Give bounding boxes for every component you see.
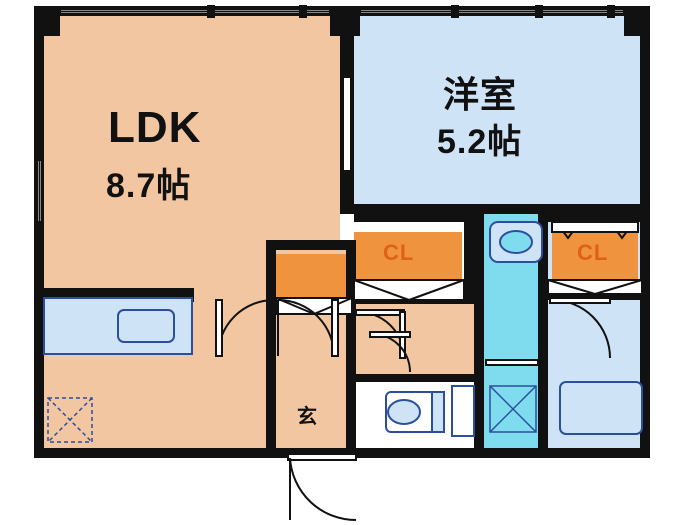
kitchen-counter-shape xyxy=(43,297,193,355)
wall-top-left-block xyxy=(34,6,60,36)
wall-right-mid xyxy=(548,292,642,300)
wall-genkan-right xyxy=(346,300,356,458)
closet-right-fill xyxy=(552,232,638,280)
wall-closet-right-top xyxy=(548,214,642,222)
wall-hall-closet-top xyxy=(266,240,356,250)
washer-space-shape xyxy=(451,385,475,437)
closet-left-fill xyxy=(354,232,462,280)
door-entrance xyxy=(287,453,357,522)
meter-box xyxy=(47,397,93,443)
window-ldk-top xyxy=(59,5,331,18)
closet-left-doors xyxy=(353,279,465,301)
wall-toilet-top xyxy=(352,374,476,382)
japanese-room-label-line2: 5.2帖 xyxy=(437,123,523,161)
wall-under-japanese-room xyxy=(340,204,642,214)
closet-right-label: CL xyxy=(577,240,609,265)
wall-top-right-block xyxy=(624,6,650,36)
door-ldk xyxy=(215,299,339,357)
wall-bath-right xyxy=(538,214,548,458)
door-right-room xyxy=(549,297,611,359)
wall-bath-left xyxy=(474,214,484,458)
closet-left-label: CL xyxy=(383,240,415,265)
bathtub-shape xyxy=(489,221,543,263)
bath-floor-marker xyxy=(489,385,537,433)
japanese-room-label-line1: 洋室 xyxy=(443,74,518,115)
bed-shape xyxy=(559,381,643,435)
door-bath xyxy=(485,359,539,366)
window-ldk-left xyxy=(36,159,43,223)
wall-hall-closet-right xyxy=(346,240,356,300)
wall-hall-left xyxy=(266,240,276,458)
toilet-shape xyxy=(385,391,445,433)
wall-closet-left-right xyxy=(464,214,474,304)
wall-kitchen xyxy=(44,288,194,298)
wall-left xyxy=(34,6,44,458)
wall-right xyxy=(640,6,650,458)
center-window-slot xyxy=(342,76,352,172)
window-japanese-top xyxy=(359,5,625,18)
closet-right-doors xyxy=(547,279,643,295)
wall-closet-left-top xyxy=(354,214,472,222)
ldk-label-line2: 8.7帖 xyxy=(106,167,192,205)
ldk-label-line1: LDK xyxy=(108,103,202,152)
closet-right-hanger xyxy=(551,221,639,240)
wall-kitchen-right xyxy=(184,288,194,302)
genkan-floor xyxy=(274,380,350,454)
japanese-room-floor xyxy=(354,14,642,210)
genkan-label: 玄 xyxy=(297,406,318,428)
closet-hall-fill xyxy=(274,254,352,298)
door-washroom xyxy=(369,331,411,373)
